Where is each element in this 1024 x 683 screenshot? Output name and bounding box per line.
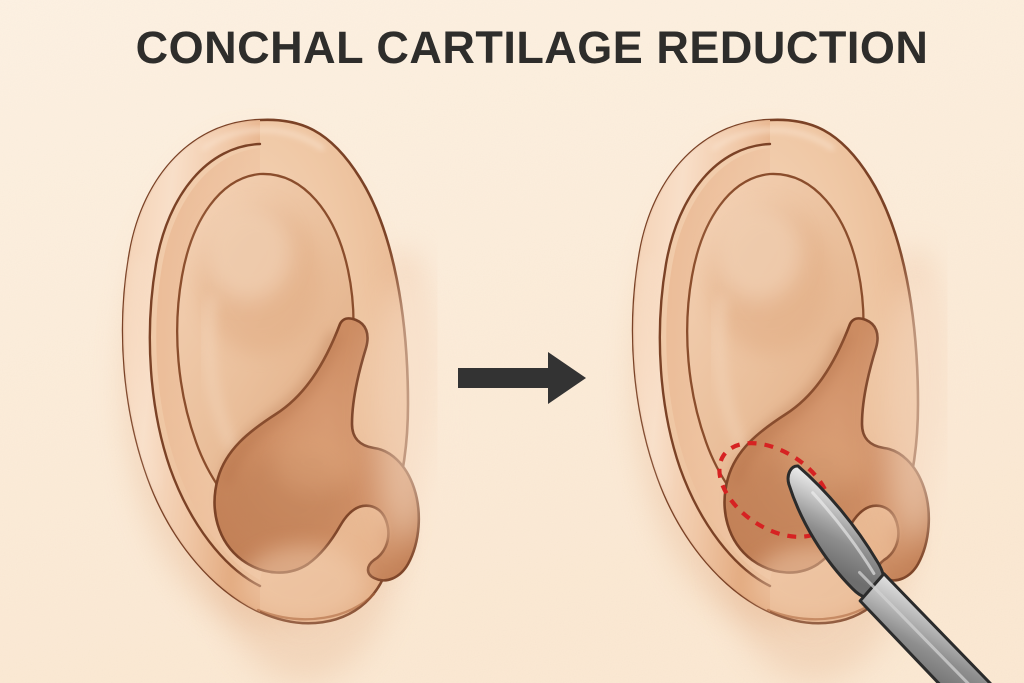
scalpel-instrument xyxy=(786,464,1018,683)
page-title: CONCHAL CARTILAGE REDUCTION xyxy=(136,22,929,73)
scalpel-shaft xyxy=(858,572,1018,683)
scalpel-ridge-line xyxy=(858,570,998,683)
progression-arrow xyxy=(458,352,586,404)
panel-after xyxy=(633,120,1018,683)
